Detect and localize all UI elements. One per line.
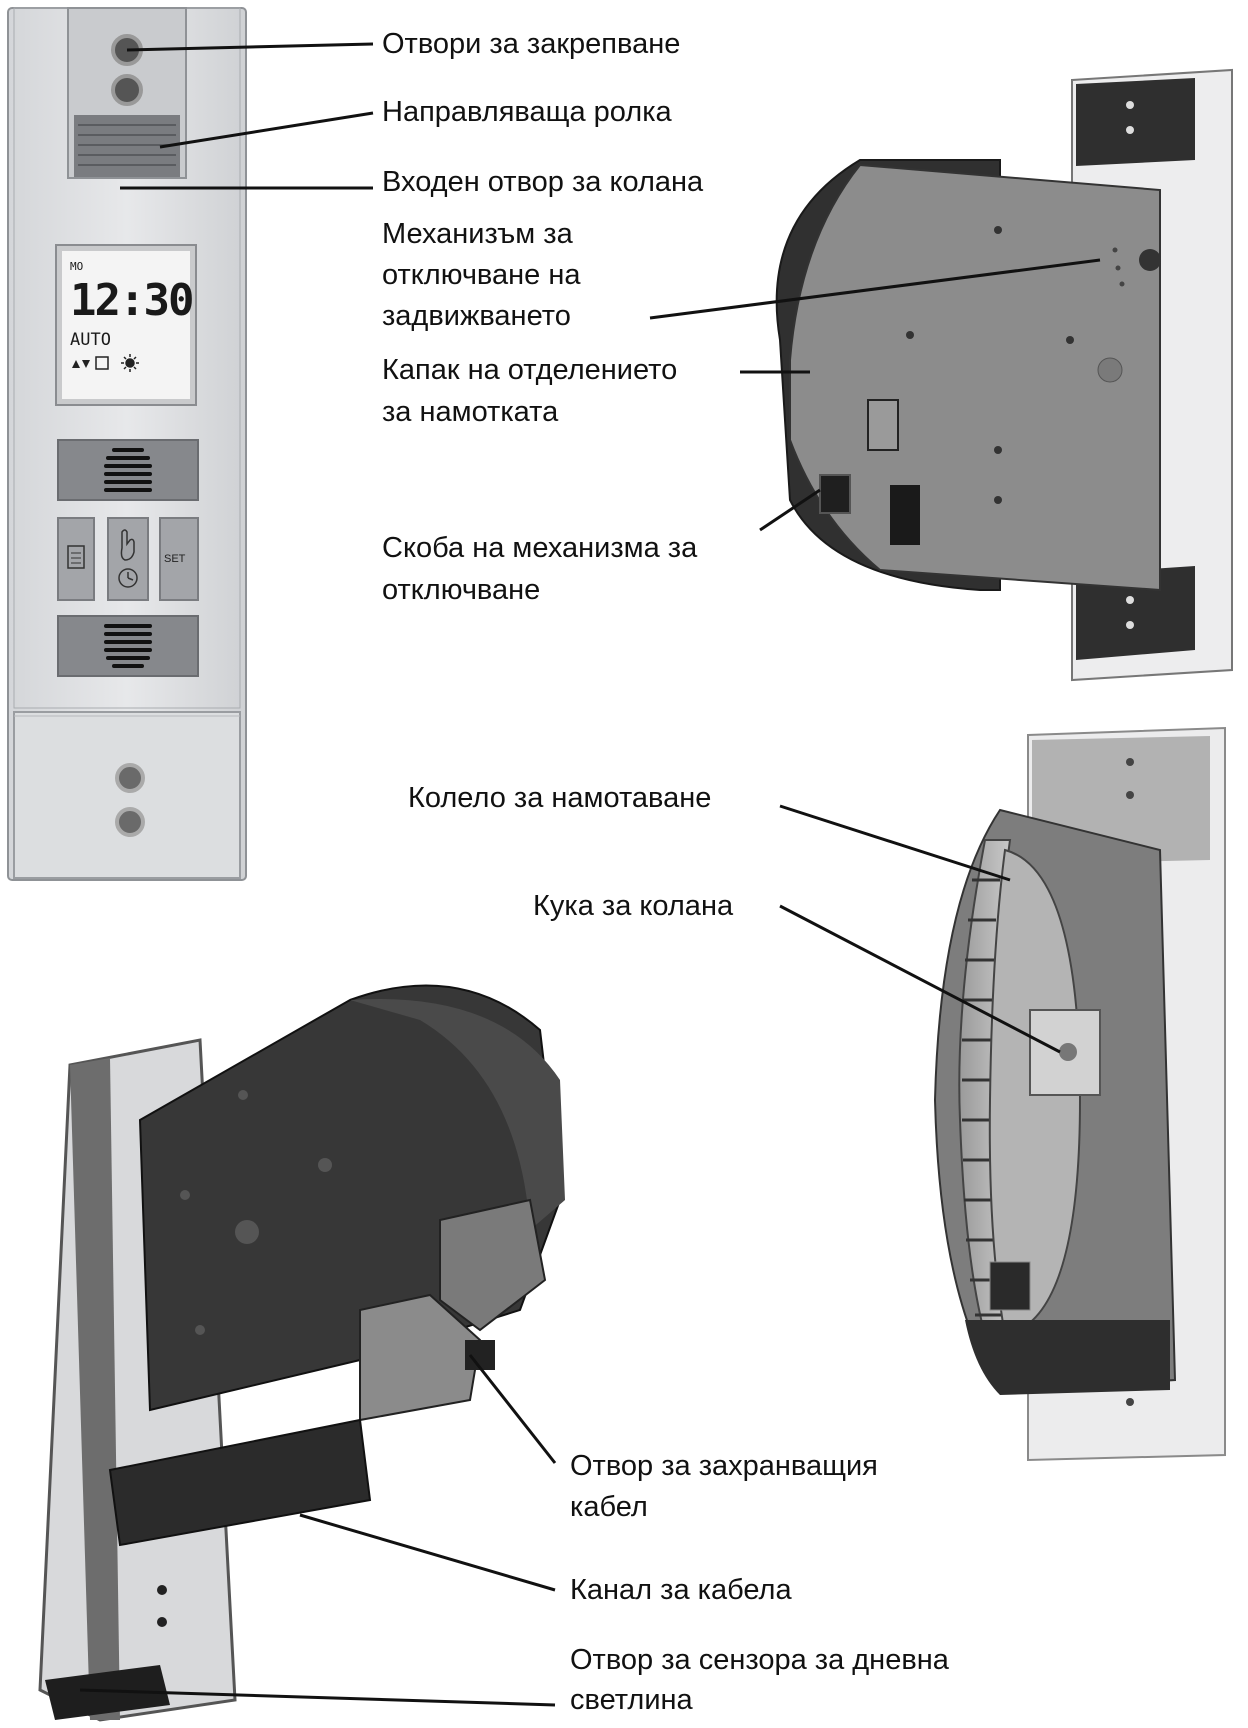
lcd-screen [62,251,190,399]
side-view-device [775,68,1233,682]
side-face [789,163,1161,592]
lcd-day: MO [70,260,83,273]
lcd-time: 12:30 [70,275,192,326]
hand-icon [120,529,135,561]
lcd-status-icons [72,354,139,372]
fixing-hole-bottom-2 [115,807,145,837]
leader-winding-wheel [779,804,1011,882]
label-winding-cover-1: Капак на отделението [382,354,678,386]
winding-wheel-view [933,726,1226,1462]
label-guide-roller: Направляваща ролка [382,96,672,128]
leader-release-bracket [759,488,821,532]
set-button [159,517,199,601]
label-release-mechanism-2: отключване на [382,259,581,291]
leader-release-mechanism [649,258,1101,320]
leader-cable-channel [299,1513,556,1592]
lower-cover [13,711,241,879]
label-release-mechanism-1: Механизъм за [382,218,573,250]
down-button-grille [104,624,152,668]
label-cable-channel: Канал за кабела [570,1574,792,1606]
fixing-hole-bottom-1 [115,763,145,793]
fixing-hole-top-2 [111,74,143,106]
cable-channel [108,1418,372,1547]
label-daylight-sensor-1: Отвор за сензора за дневна [570,1644,949,1676]
menu-button-icon [57,517,95,601]
set-button-label: SET [164,553,186,565]
leader-guide-roller [159,111,374,149]
angled-view-device [38,984,565,1722]
leader-belt-hook [779,904,1061,1054]
label-fixing-holes: Отвори за закрепване [382,28,681,60]
label-release-bracket-2: отключване [382,574,541,606]
clock-icon [118,568,138,588]
label-winding-wheel: Колело за намотаване [408,782,712,814]
leader-lines [79,42,1101,1707]
lcd-mode: AUTO [70,330,111,350]
release-hole [1139,249,1161,271]
front-device: MO 12:30 AUTO [7,7,247,881]
label-release-bracket-1: Скоба на механизма за [382,532,698,564]
hand-mini-icon [95,356,109,370]
release-bracket [867,399,899,451]
leader-daylight-sensor [79,1688,556,1707]
label-winding-cover-2: за намотката [382,396,559,428]
up-button-grille [104,448,152,492]
leader-power-cable [468,1354,557,1464]
label-belt-hook: Кука за колана [533,890,734,922]
label-belt-inlet: Входен отвор за колана [382,166,704,198]
label-power-cable-1: Отвор за захранващия [570,1450,878,1482]
label-daylight-sensor-2: светлина [570,1684,693,1716]
label-power-cable-2: кабел [570,1491,648,1523]
sun-icon [121,354,139,372]
leader-fixing-holes [126,42,374,52]
label-release-mechanism-3: задвижването [382,300,571,332]
